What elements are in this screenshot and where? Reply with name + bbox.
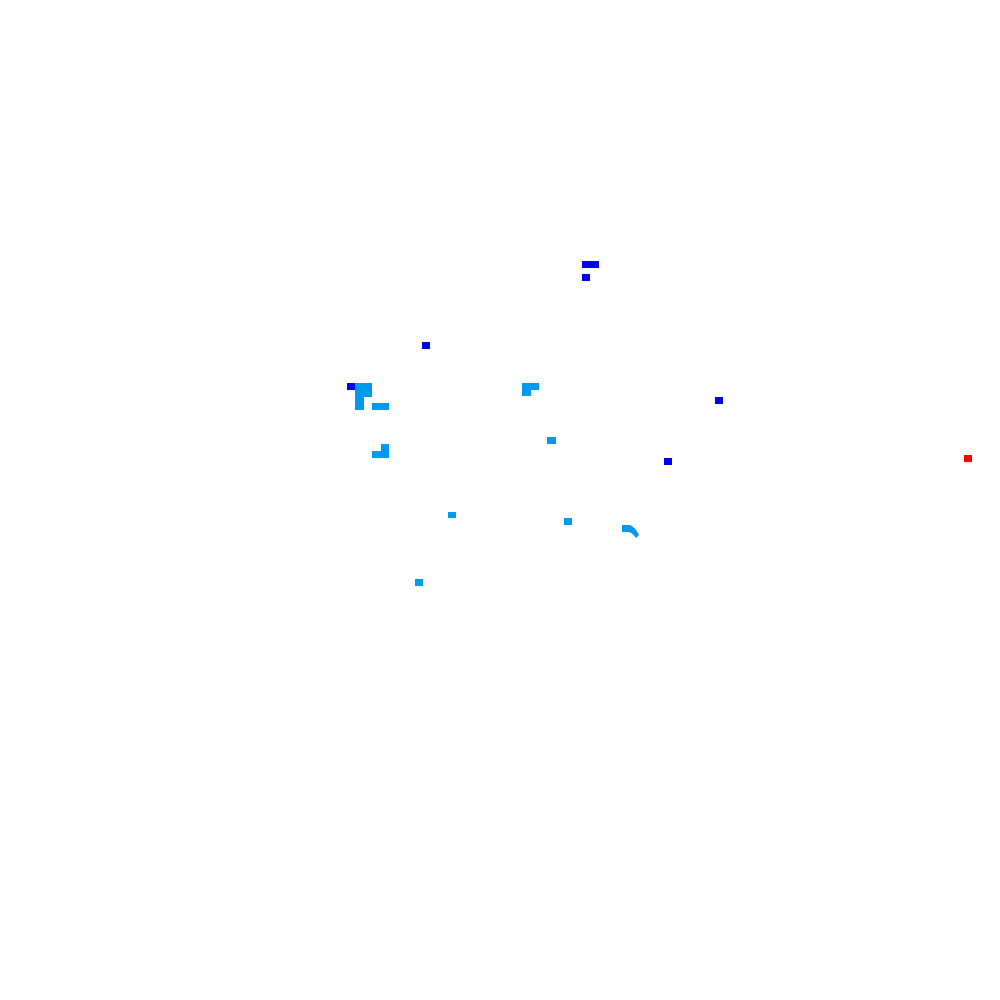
dark-blue-fragments (347, 261, 723, 465)
dark-blue-dot-right (715, 397, 723, 404)
light-blue-dot-k (415, 579, 423, 586)
dark-blue-dot-center-right (664, 458, 672, 465)
light-blue-block-a (355, 383, 372, 397)
dark-blue-bar-top (582, 261, 599, 268)
dark-blue-dot-left (347, 383, 355, 390)
light-blue-bar-d (522, 383, 539, 390)
light-blue-block-b (355, 397, 364, 410)
light-blue-dot-e (522, 390, 531, 396)
light-blue-bar-c (372, 403, 389, 410)
light-blue-dot-f (547, 437, 556, 444)
light-blue-dot-i (448, 512, 456, 518)
light-blue-dot-g (381, 444, 389, 451)
light-blue-dot-j (564, 518, 572, 525)
red-marker (964, 455, 972, 462)
light-blue-fragments (355, 383, 639, 586)
dark-blue-dot-top (582, 274, 590, 281)
light-blue-bar-h (372, 451, 389, 458)
light-blue-hook (622, 525, 639, 538)
dark-blue-dot-left-upper (422, 342, 430, 349)
